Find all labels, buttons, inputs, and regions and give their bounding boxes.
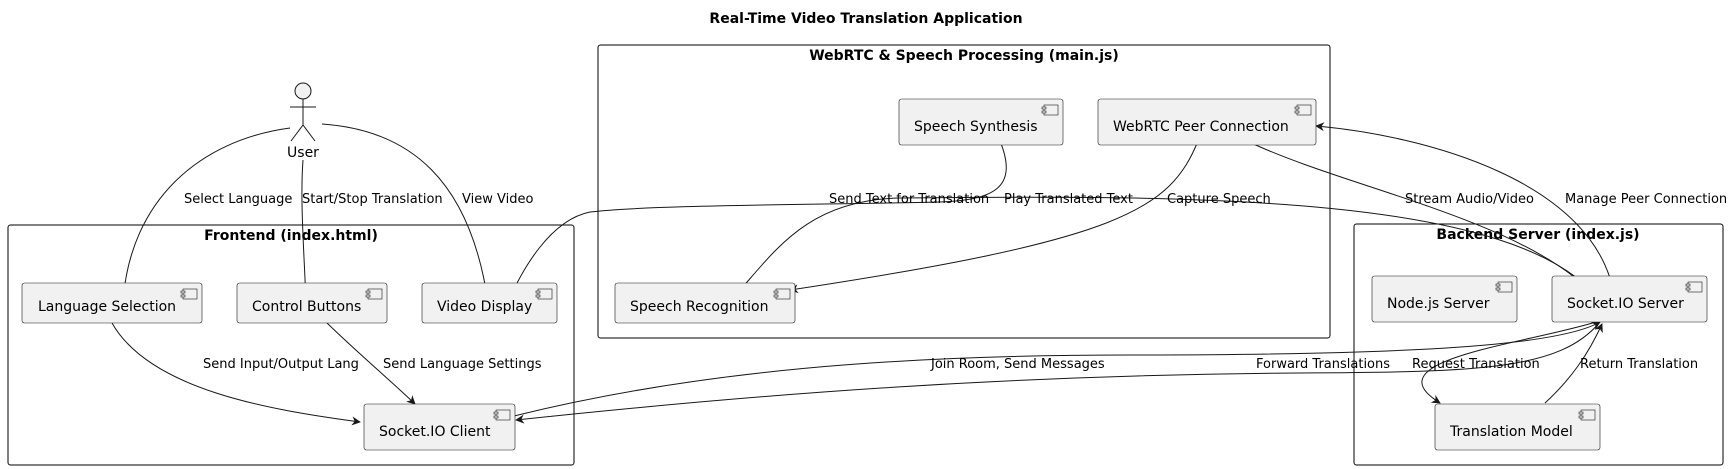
- edge-send-lang-settings: [326, 322, 416, 405]
- component-icon: [773, 288, 791, 300]
- component-socketio-server[interactable]: Socket.IO Server: [1551, 275, 1708, 323]
- edge-label-forward-translations: Forward Translations: [1256, 357, 1390, 372]
- edge-join-room: [513, 321, 1601, 417]
- edge-select-language: [119, 127, 291, 303]
- component-video-display-label: Video Display: [437, 299, 532, 315]
- edge-label-return-translation: Return Translation: [1580, 357, 1698, 372]
- edge-labels: Select Language Start/Stop Translation V…: [184, 192, 1727, 372]
- edge-label-select-language: Select Language: [184, 192, 292, 207]
- edge-stream-av: [1246, 140, 1601, 302]
- component-language-selection[interactable]: Language Selection: [21, 282, 203, 324]
- edge-play-translated: [507, 140, 1007, 303]
- component-socketio-server-label: Socket.IO Server: [1567, 296, 1684, 312]
- edge-send-text: [728, 196, 1601, 303]
- edge-send-io-lang: [111, 322, 361, 426]
- component-socketio-client-label: Socket.IO Client: [379, 424, 491, 440]
- edge-forward-translations: [515, 321, 1601, 424]
- actor-user-label: User: [287, 145, 319, 161]
- component-icon: [535, 288, 553, 300]
- component-socketio-client[interactable]: Socket.IO Client: [363, 403, 516, 451]
- edge-label-play-translated: Play Translated Text: [1004, 192, 1133, 207]
- edge-label-join-room: Join Room, Send Messages: [930, 357, 1105, 372]
- component-video-display[interactable]: Video Display: [421, 282, 558, 324]
- edge-return-translation: [1544, 323, 1603, 404]
- component-translation-model-label: Translation Model: [1449, 424, 1573, 440]
- edge-manage-peer: [1315, 122, 1616, 302]
- component-icon: [180, 288, 198, 300]
- edge-label-send-text: Send Text for Translation: [829, 192, 989, 207]
- actor-user[interactable]: User: [287, 82, 319, 161]
- component-webrtc-peer-label: WebRTC Peer Connection: [1113, 119, 1289, 135]
- edge-label-send-lang-settings: Send Language Settings: [383, 357, 542, 372]
- edge-label-stream-av: Stream Audio/Video: [1405, 192, 1534, 207]
- diagram-title: Real-Time Video Translation Application: [709, 11, 1022, 27]
- package-backend-label: Backend Server (index.js): [1436, 227, 1639, 243]
- package-webrtc-label: WebRTC & Speech Processing (main.js): [809, 48, 1119, 64]
- component-icon: [1685, 281, 1703, 293]
- component-speech-recognition[interactable]: Speech Recognition: [614, 282, 796, 324]
- component-speech-recognition-label: Speech Recognition: [630, 299, 768, 315]
- component-language-selection-label: Language Selection: [38, 299, 176, 315]
- component-speech-synthesis[interactable]: Speech Synthesis: [898, 98, 1064, 146]
- component-icon: [1495, 281, 1513, 293]
- edges: [111, 122, 1616, 426]
- component-icon: [365, 288, 383, 300]
- edge-label-send-io-lang: Send Input/Output Lang: [203, 357, 359, 372]
- component-control-buttons[interactable]: Control Buttons: [236, 282, 388, 324]
- edge-label-view-video: View Video: [462, 192, 533, 207]
- edge-label-capture-speech: Capture Speech: [1167, 192, 1271, 207]
- component-translation-model[interactable]: Translation Model: [1434, 403, 1601, 451]
- component-speech-synthesis-label: Speech Synthesis: [914, 119, 1038, 135]
- package-frontend-label: Frontend (index.html): [204, 228, 378, 244]
- component-icon: [493, 409, 511, 421]
- actor-user-icon: [290, 82, 316, 142]
- component-webrtc-peer[interactable]: WebRTC Peer Connection: [1097, 98, 1317, 146]
- component-nodejs-server[interactable]: Node.js Server: [1371, 275, 1518, 323]
- edge-label-start-stop: Start/Stop Translation: [302, 192, 443, 207]
- edge-request-translation: [1421, 321, 1597, 404]
- edge-label-manage-peer: Manage Peer Connection: [1565, 192, 1727, 207]
- edge-view-video: [321, 123, 492, 303]
- component-icon: [1578, 409, 1596, 421]
- component-icon: [1041, 104, 1059, 116]
- component-control-buttons-label: Control Buttons: [252, 299, 361, 315]
- component-nodejs-server-label: Node.js Server: [1387, 296, 1490, 312]
- edge-capture-speech: [789, 140, 1199, 294]
- edge-label-request-translation: Request Translation: [1412, 357, 1540, 372]
- component-icon: [1294, 104, 1312, 116]
